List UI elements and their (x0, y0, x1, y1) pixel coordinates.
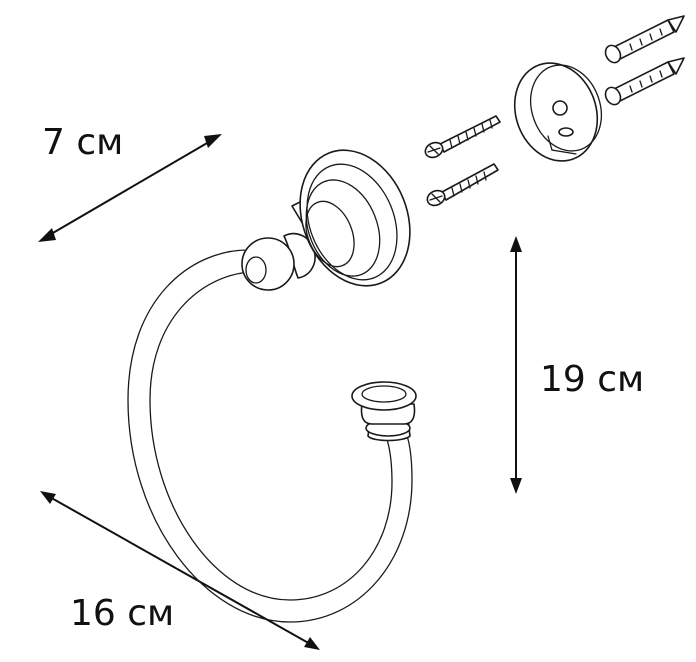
mounting-plate (513, 62, 602, 162)
wall-plug-lower (604, 57, 685, 106)
ring (127, 249, 413, 623)
wall-rosette (291, 149, 411, 287)
ring-end-finial (351, 381, 417, 442)
width-dimension-label: 16 см (70, 593, 175, 634)
height-dimension-label: 19 см (540, 359, 645, 400)
height-dimension-arrow (510, 236, 522, 494)
depth-dimension-arrow (38, 134, 222, 242)
wall-plug-upper (604, 15, 685, 64)
screw-lower (426, 163, 499, 207)
screw-upper (424, 115, 501, 159)
depth-dimension-label: 7 см (42, 122, 124, 163)
ring-ball-connector (241, 232, 316, 291)
